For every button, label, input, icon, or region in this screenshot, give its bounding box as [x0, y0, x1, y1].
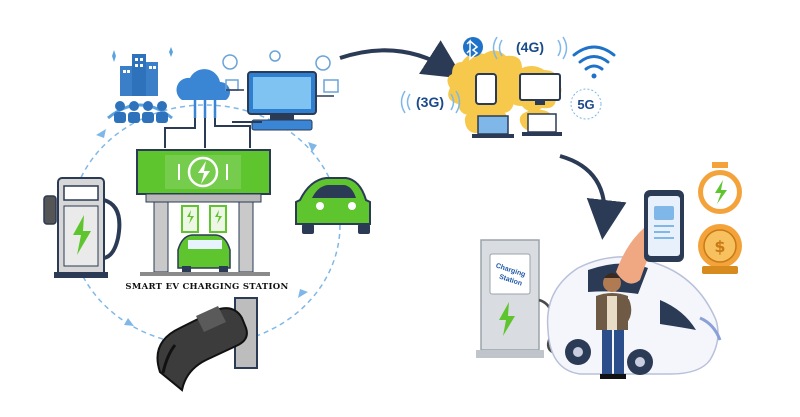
svg-text:5G: 5G — [577, 97, 594, 112]
wifi-icon — [572, 45, 616, 79]
arrow-to-network — [339, 40, 464, 79]
white-ev-icon — [546, 256, 722, 375]
svg-text:(3G): (3G) — [416, 94, 444, 110]
badge-5g: 5G — [570, 88, 602, 120]
coin-icon: $ — [698, 224, 742, 274]
arrow-to-user — [559, 154, 627, 240]
charging-station-building — [136, 149, 271, 276]
badge-3g: (3G) — [400, 90, 461, 114]
city-users-icon — [107, 47, 173, 123]
stopwatch-icon — [698, 162, 742, 214]
svg-text:(4G): (4G) — [516, 39, 544, 55]
cloud-icon — [176, 69, 230, 118]
svg-text:$: $ — [714, 237, 725, 256]
charging-kiosk-icon — [476, 239, 589, 358]
computer-icon — [222, 50, 339, 131]
bluetooth-icon — [463, 37, 483, 61]
smartphone-icon — [616, 190, 684, 284]
green-car-icon — [295, 177, 371, 234]
ev-charger-icon — [43, 177, 122, 278]
person-icon — [596, 273, 632, 379]
connection-lines — [164, 118, 262, 148]
station-label: SMART EV CHARGING STATION — [125, 282, 288, 292]
badge-4g: (4G) — [492, 36, 568, 60]
charging-plug-icon — [156, 297, 258, 392]
network-cluster — [447, 50, 562, 138]
